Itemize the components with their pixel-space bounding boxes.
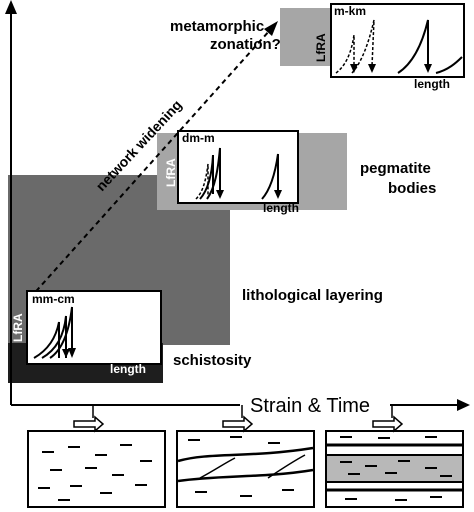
- lithological-layering-label: lithological layering: [242, 287, 383, 304]
- inset2-scale-label: dm-m: [182, 131, 215, 145]
- pegmatite-bodies-label-line1: pegmatite: [360, 160, 431, 177]
- inset3-curve-dashed-a: [335, 34, 355, 74]
- inset2-curve-a: [199, 154, 214, 200]
- inset1-curve-b: [41, 315, 67, 359]
- inset2-y-axis-label: LfRA: [164, 158, 178, 187]
- inset3-scale-label: m-km: [334, 4, 367, 18]
- main-axes: [5, 0, 470, 418]
- metamorphic-zonation-label-line1: metamorphic: [170, 18, 265, 35]
- inset-dm-m: [177, 130, 299, 204]
- strain-time-label: Strain & Time: [250, 395, 371, 417]
- inset1-curve-c: [49, 306, 73, 359]
- inset3-x-axis-label: length: [414, 77, 450, 91]
- inset-m-km: [330, 3, 465, 78]
- inset2-x-axis-label: length: [263, 201, 299, 215]
- stage-box-1: [27, 430, 166, 508]
- shear-arrow-1: [73, 415, 105, 433]
- inset1-x-axis-label: length: [110, 362, 146, 376]
- shear-arrow-3: [372, 415, 404, 433]
- inset3-curve-tail: [435, 56, 463, 74]
- shear-arrow-2: [222, 415, 254, 433]
- stage-box-3-band: [327, 455, 462, 482]
- pegmatite-bodies-label-line2: bodies: [388, 180, 437, 197]
- inset3-curve-solid: [397, 19, 429, 74]
- inset3-curve-dashed-b: [351, 19, 375, 74]
- inset2-curve-c: [261, 153, 279, 200]
- inset1-y-axis-label: LfRA: [11, 313, 25, 342]
- stage-box-3: [325, 430, 464, 508]
- inset2-curve-dashed: [195, 163, 209, 200]
- stage-box-2: [176, 430, 315, 508]
- schistosity-label: schistosity: [173, 352, 252, 369]
- network-widening-arrow: [29, 21, 278, 299]
- inset-mm-cm: [26, 290, 162, 365]
- inset1-scale-label: mm-cm: [32, 292, 75, 306]
- inset3-y-axis-label: LfRA: [314, 33, 328, 62]
- inset1-curve-a: [33, 321, 60, 359]
- metamorphic-zonation-label-line2: zonation?: [210, 36, 281, 53]
- inset2-curve-b: [206, 147, 221, 200]
